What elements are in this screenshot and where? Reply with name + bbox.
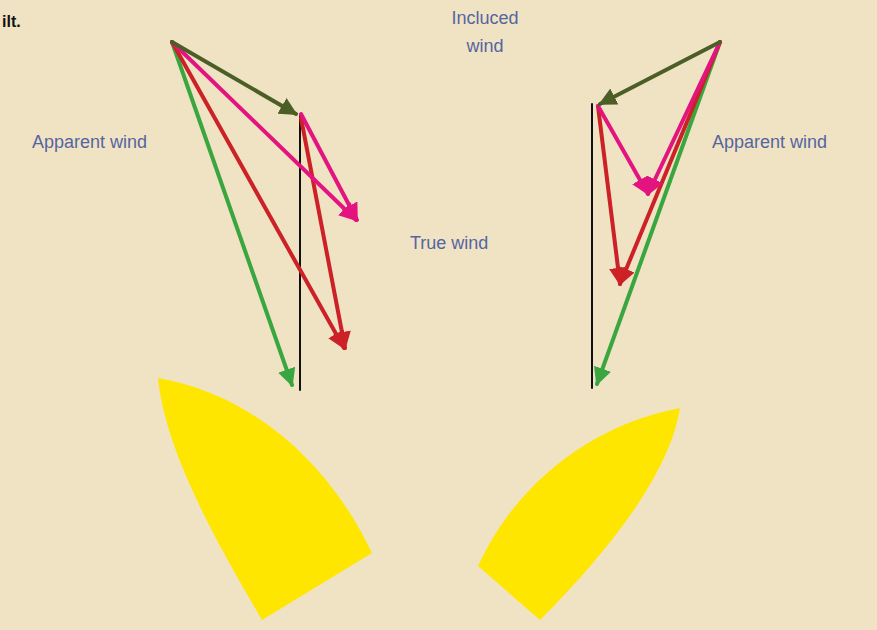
apparent-wind-vector [172, 42, 356, 220]
apparent-wind-vector [620, 42, 720, 284]
apparent-wind-label: Apparent wind [32, 128, 192, 156]
true-wind-vector [598, 106, 648, 194]
true-wind-vector [598, 106, 620, 284]
induced-wind-vector [172, 42, 296, 114]
apparent-wind-vector [172, 42, 344, 348]
boat-hull [478, 408, 680, 620]
apparent-wind-vector [597, 42, 720, 384]
apparent-wind-vector [648, 42, 720, 194]
boat-hull [158, 378, 372, 620]
heading-line [591, 104, 593, 388]
induced-wind-vector [600, 42, 720, 104]
apparent-wind-vector [172, 42, 292, 385]
apparent-wind-label: Apparent wind [712, 128, 872, 156]
cropped-caption: ilt. [2, 8, 62, 36]
heading-line [299, 116, 301, 390]
true-wind-vector [301, 114, 357, 220]
induced-wind-label: Incluced wind [440, 4, 530, 60]
true-wind-label: True wind [410, 229, 530, 257]
